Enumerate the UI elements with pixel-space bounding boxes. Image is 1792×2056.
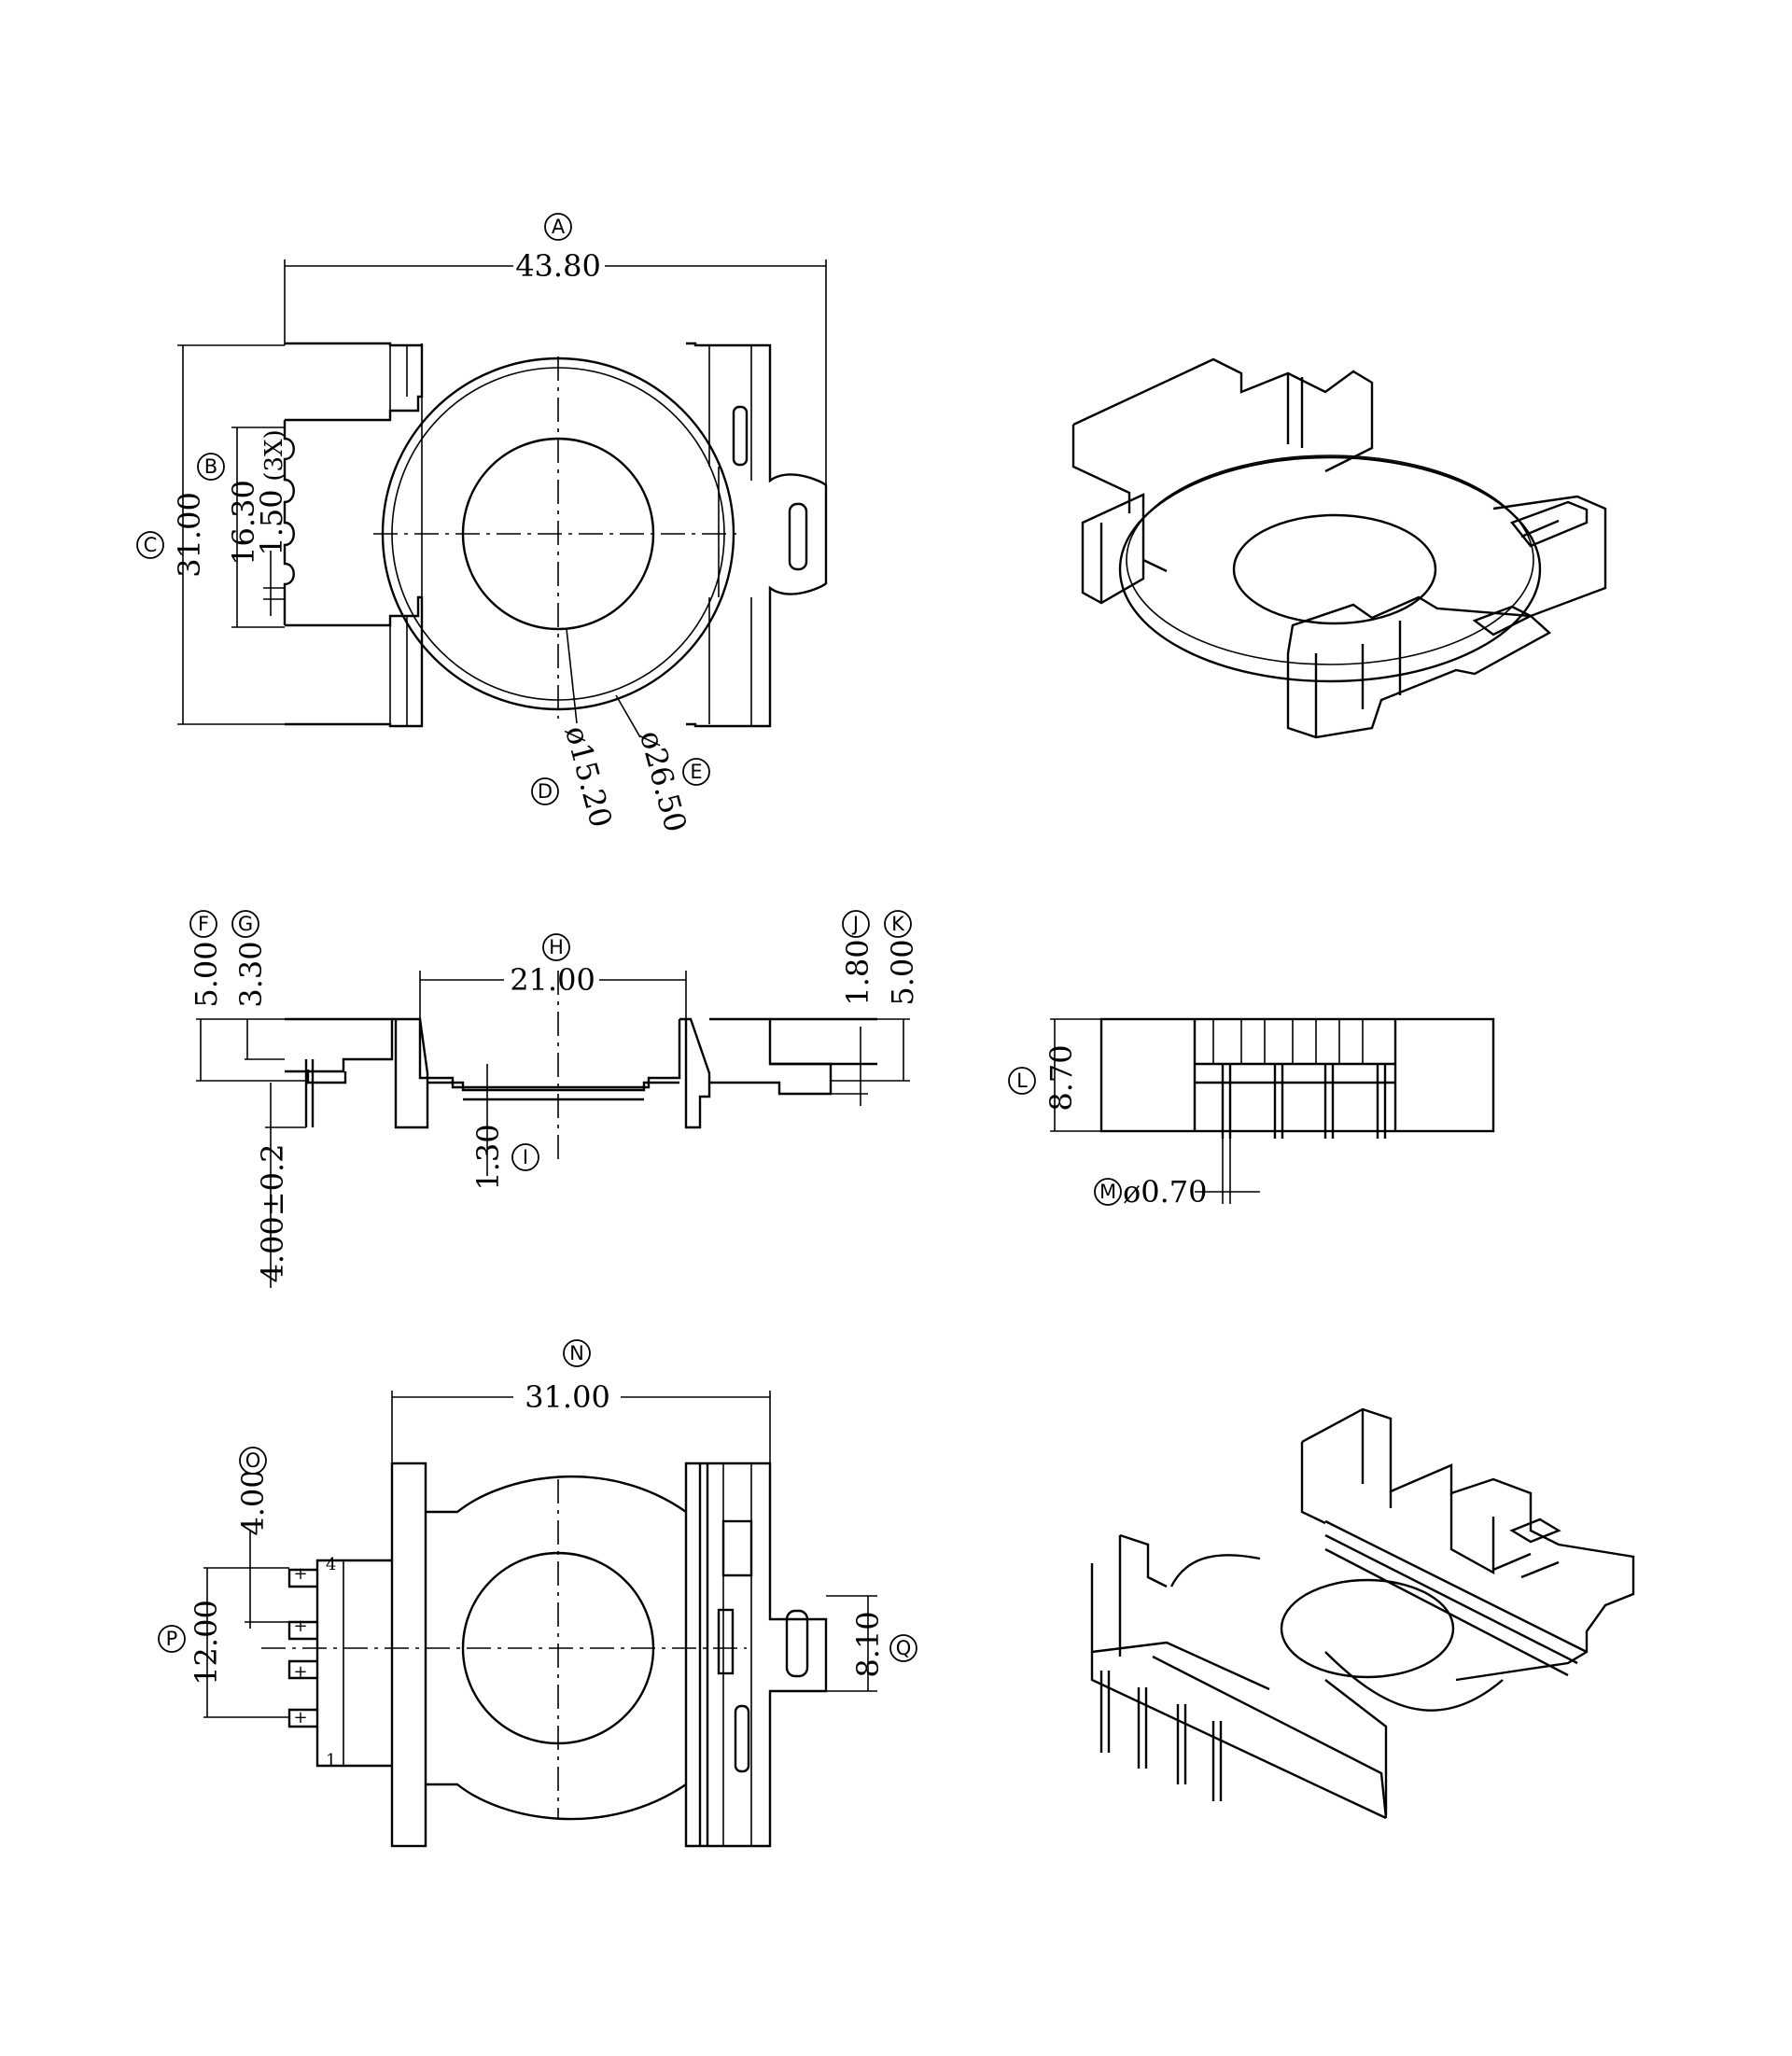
dim-F-G: 5.00 3.30 F G 4.00±0.2: [189, 910, 308, 1288]
pin-label-first: 1: [326, 1751, 336, 1770]
pin-marker: +: [293, 1564, 307, 1584]
dim-A: A 43.80: [284, 213, 827, 485]
dim-O-value: 4.00: [235, 1469, 271, 1535]
dim-I-value: 1.30: [470, 1124, 506, 1190]
tag-F: F: [198, 913, 209, 935]
tag-L: L: [1016, 1070, 1028, 1092]
dim-B-note: (3X): [260, 429, 288, 481]
top-view-left-block: [285, 342, 424, 422]
isometric-view-top: [1071, 357, 1607, 739]
tag-circle-I: [511, 1143, 539, 1171]
dim-P-value: 12.00: [189, 1600, 224, 1685]
tag-circle-J: [842, 910, 870, 938]
dim-N-value: 31.00: [525, 1379, 610, 1415]
dim-B-value: 16.30: [226, 480, 261, 566]
pin-marker: +: [293, 1616, 307, 1636]
dim-J-K: 1.80 5.00 J K: [831, 910, 920, 1106]
dim-G-value: 3.30: [233, 941, 269, 1007]
tag-circle-B: [197, 453, 225, 481]
dim-N: 31.00 N: [391, 1339, 771, 1463]
bottom-view-window: [717, 1608, 735, 1675]
dim-Q: 8.10 Q: [826, 1595, 917, 1692]
tag-C: C: [144, 534, 158, 556]
dim-B-pitch: 1.50: [254, 489, 289, 555]
dim-F-value: 5.00: [189, 941, 224, 1007]
tag-circle-F: [189, 910, 217, 938]
tag-circle-E: [682, 758, 710, 786]
dim-C: 31.00 C: [136, 344, 285, 725]
dim-J-value: 1.80: [840, 939, 875, 1005]
dim-M-value: ø0.70: [1123, 1174, 1208, 1210]
isometric-view-bottom: [1090, 1407, 1635, 1820]
dim-D-value: ø15.20: [558, 722, 619, 832]
tag-circle-Q: [889, 1634, 917, 1662]
dim-I: 1.30 I: [470, 1064, 539, 1191]
dim-M: M ø0.70: [1094, 1139, 1260, 1210]
tag-circle-L: [1008, 1067, 1036, 1095]
tag-circle-O: [239, 1447, 267, 1475]
dim-O-P: 4.00 O 12.00 P: [158, 1447, 289, 1718]
tag-G: G: [238, 913, 253, 935]
tag-D: D: [538, 780, 553, 803]
tag-E: E: [690, 761, 702, 783]
top-view-slot: [732, 405, 749, 467]
dim-A-value: 43.80: [515, 248, 601, 284]
tag-A: A: [552, 216, 566, 238]
dim-C-value: 31.00: [172, 492, 207, 578]
bottom-view-left-flange: [390, 1462, 427, 1848]
tag-circle-N: [563, 1339, 591, 1367]
tag-N: N: [569, 1342, 584, 1364]
bottom-view-slot: [734, 1704, 750, 1773]
tag-circle-M: [1094, 1178, 1122, 1206]
tag-I: I: [523, 1146, 528, 1168]
tag-circle-D: [531, 777, 559, 805]
top-view-pin-comb: [283, 420, 295, 625]
dim-H-value: 21.00: [510, 962, 595, 998]
front-view-body: [1099, 1017, 1495, 1133]
top-view-right-slot: [788, 502, 808, 571]
tag-circle-H: [542, 933, 570, 961]
pin-marker: +: [293, 1662, 307, 1682]
tag-M: M: [1099, 1181, 1116, 1203]
dim-B: 16.30 B 1.50 (3X): [197, 427, 289, 628]
tag-circle-C: [136, 531, 164, 559]
tag-Q: Q: [896, 1637, 912, 1659]
front-view: [1099, 1017, 1495, 1139]
tag-circle-A: [544, 213, 572, 241]
tag-B: B: [204, 455, 217, 478]
tag-P: P: [166, 1628, 178, 1650]
tag-K: K: [891, 913, 905, 935]
dim-pin-length-value: 4.00±0.2: [255, 1144, 290, 1283]
dim-Q-value: 8.10: [850, 1611, 886, 1677]
bottom-view: 4 1 + + + +: [261, 1462, 828, 1848]
bottom-view-window: [721, 1519, 753, 1577]
dim-H: 21.00 H: [419, 933, 687, 1019]
tag-J: J: [851, 913, 859, 935]
tag-O: O: [245, 1449, 261, 1472]
tag-H: H: [549, 936, 564, 958]
pin-label-last: 4: [326, 1555, 336, 1574]
bottom-view-slot: [785, 1609, 809, 1678]
dim-K-value: 5.00: [885, 939, 920, 1005]
pin-marker: +: [293, 1708, 307, 1727]
dim-L: 8.70 L: [1008, 1018, 1101, 1132]
tag-circle-K: [884, 910, 912, 938]
top-view-left-block-lower: [285, 595, 424, 728]
dim-E-value: ø26.50: [633, 727, 693, 836]
tag-circle-P: [158, 1625, 186, 1653]
top-view: [283, 342, 828, 728]
tag-circle-G: [231, 910, 259, 938]
dim-L-value: 8.70: [1043, 1044, 1079, 1111]
side-view: [285, 971, 877, 1165]
top-view-right-block: [686, 342, 828, 728]
